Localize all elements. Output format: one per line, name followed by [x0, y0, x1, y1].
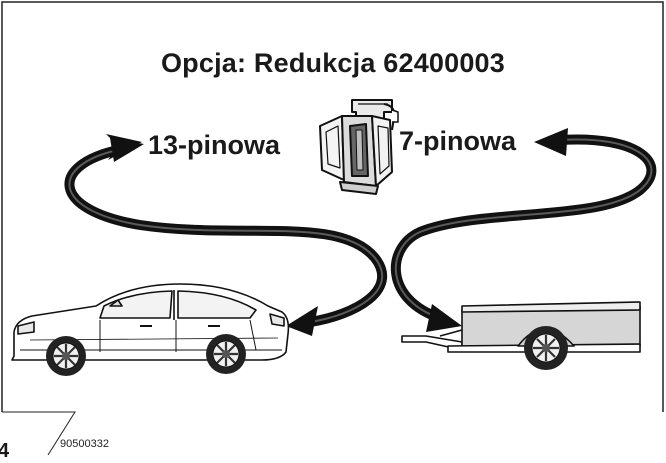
- figure-tab: [2, 411, 76, 455]
- cable-7-pin-highlight: [394, 138, 653, 319]
- arrow-trailer: [426, 304, 462, 332]
- cable-13-pin-highlight: [68, 149, 383, 323]
- label-13-pin: 13-pinowa: [148, 130, 281, 160]
- diagram-title: Opcja: Redukcja 62400003: [160, 48, 505, 78]
- arrow-car: [286, 306, 318, 336]
- arrow-13-pin-head: [110, 138, 144, 162]
- figure-number: 90500332: [60, 438, 109, 450]
- label-7-pin: 7-pinowa: [399, 126, 517, 156]
- cable-7-pin: [390, 134, 657, 323]
- adapter-icon: [319, 99, 399, 195]
- figure-corner-number: 4: [0, 440, 10, 462]
- figure-border: [1, 1, 664, 412]
- car-rear-wheel-icon: [206, 334, 246, 374]
- trailer-wheel-icon: [524, 326, 568, 370]
- arrow-7-pin-head: [534, 128, 568, 156]
- car-front-wheel-icon: [46, 336, 86, 376]
